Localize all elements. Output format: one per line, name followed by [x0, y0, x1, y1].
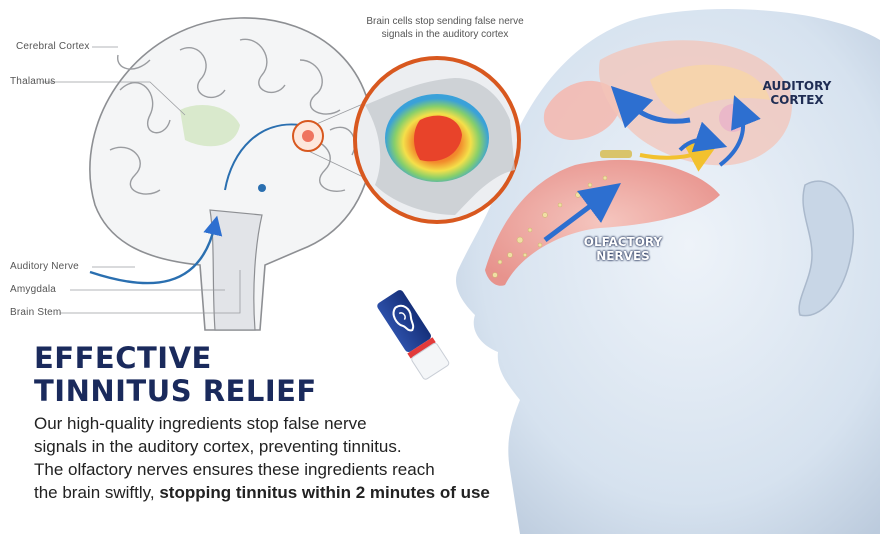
zoom-circle: [353, 56, 521, 224]
label-cerebral-cortex: Cerebral Cortex: [16, 41, 90, 52]
auditory-cortex-line-1: AUDITORY: [762, 79, 832, 93]
auditory-cortex-line-2: CORTEX: [770, 93, 824, 107]
olfactory-nerves-label: OLFACTORY NERVES: [568, 235, 678, 263]
inhaler: [377, 290, 450, 380]
signal-path: [224, 123, 301, 191]
body-line-1: Our high-quality ingredients stop false …: [34, 414, 367, 433]
olfactory-bulb: [600, 150, 632, 158]
sinus: [543, 80, 621, 140]
body-line-2: signals in the auditory cortex, preventi…: [34, 437, 402, 456]
brain-gyri: [109, 38, 356, 195]
label-thalamus: Thalamus: [10, 76, 56, 87]
auditory-nerve-path: [89, 215, 223, 285]
olfactory-line-1: OLFACTORY: [583, 235, 663, 249]
zoom-callout: Brain cells stop sending false nerve sig…: [340, 15, 550, 41]
brain-stem-shape: [209, 209, 263, 331]
callout-line-2: signals in the auditory cortex: [381, 29, 509, 40]
particles: [492, 175, 608, 278]
thalamus-region: [180, 105, 240, 147]
brain-diagram: [42, 17, 381, 331]
callout-line-1: Brain cells stop sending false nerve: [366, 16, 524, 27]
body-line-4: the brain swiftly, stopping tinnitus wit…: [34, 481, 634, 504]
body-copy: Our high-quality ingredients stop false …: [34, 412, 634, 504]
headline: EFFECTIVE TINNITUS RELIEF: [34, 342, 317, 408]
label-amygdala: Amygdala: [10, 284, 57, 295]
body-line-3: The olfactory nerves ensures these ingre…: [34, 460, 435, 479]
label-brain-stem: Brain Stem: [10, 307, 62, 318]
headline-line-1: EFFECTIVE: [34, 341, 212, 375]
arrow-up-left: [610, 85, 691, 129]
headline-line-2: TINNITUS RELIEF: [34, 374, 317, 408]
olfactory-line-2: NERVES: [596, 249, 650, 263]
label-auditory-nerve: Auditory Nerve: [10, 261, 79, 272]
ear-shape: [798, 180, 854, 317]
auditory-cortex-label: AUDITORY CORTEX: [752, 79, 842, 107]
ear-icon: [392, 304, 415, 332]
body-line-4-regular: the brain swiftly,: [34, 483, 160, 502]
body-line-4-bold: stopping tinnitus within 2 minutes of us…: [159, 483, 490, 502]
head-profile: [455, 9, 880, 534]
arrow-up: [718, 95, 761, 167]
arrow-olfactory: [543, 182, 621, 243]
